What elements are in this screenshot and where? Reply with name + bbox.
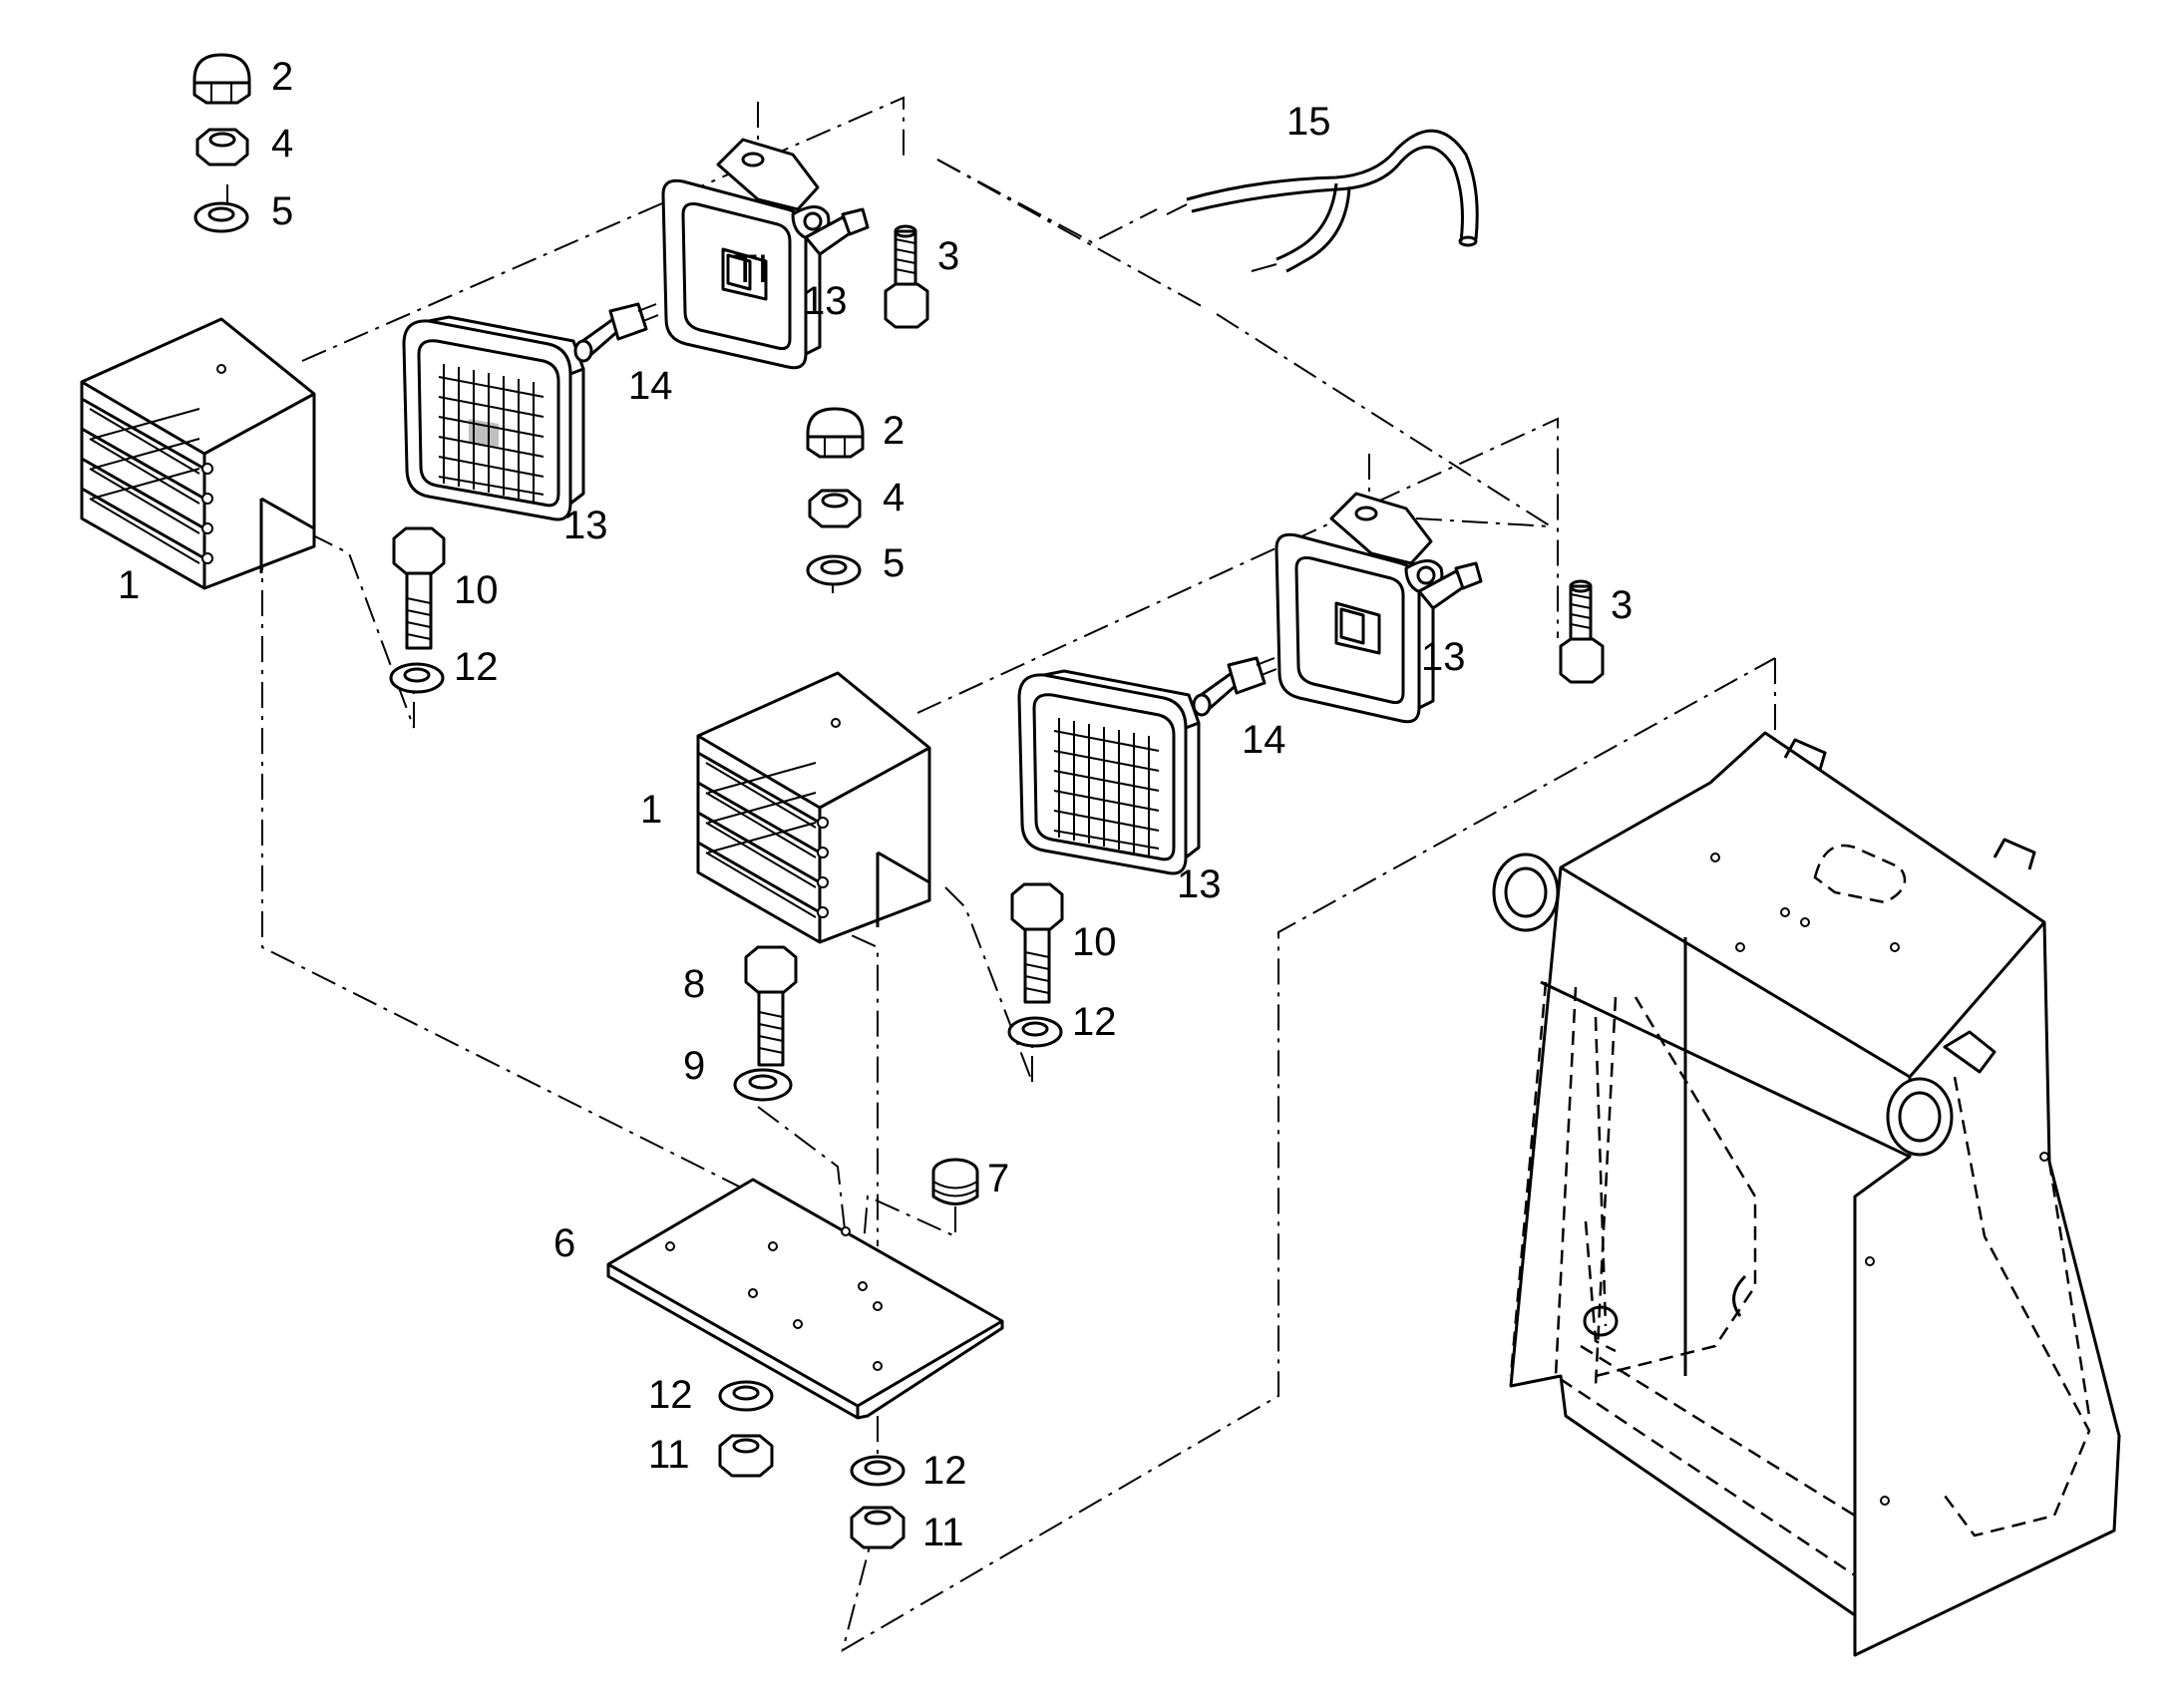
callout-13-upper-rear: 13 <box>803 279 848 323</box>
callout-12-lower: 12 <box>1072 1000 1117 1044</box>
callout-5-upper: 5 <box>271 189 293 233</box>
mounting-plate-6 <box>606 1178 1004 1420</box>
callout-labels: 1 2 4 5 13 14 13 3 15 10 12 2 4 5 1 13 1… <box>118 55 1633 1554</box>
grommet-7 <box>931 1158 979 1205</box>
bolt-3-upper <box>884 224 929 329</box>
bolt-10-upper <box>392 526 446 650</box>
callout-12-upper: 12 <box>454 645 499 689</box>
callout-4-upper: 4 <box>271 122 293 166</box>
washer-9 <box>733 1068 793 1102</box>
callout-3-upper: 3 <box>937 234 959 278</box>
callout-11-plate-right: 11 <box>922 1511 964 1554</box>
lamp-housing-box-lower <box>696 671 931 944</box>
work-lamp-front-lower <box>1017 669 1201 875</box>
leader-lines <box>220 96 1776 1653</box>
callout-13-lower-rear: 13 <box>1421 635 1466 679</box>
callout-3-lower: 3 <box>1611 583 1633 627</box>
bolt-3-lower <box>1559 579 1605 684</box>
callout-12-plate-left: 12 <box>648 1373 693 1417</box>
nut-11-below-plate-left <box>718 1434 774 1478</box>
bolt-8 <box>744 945 798 1067</box>
washer-12-upper <box>389 662 445 694</box>
washer-12-below-plate-right <box>850 1455 906 1487</box>
bulb-lower <box>1192 656 1277 717</box>
callout-15: 15 <box>1286 100 1331 144</box>
cap-nut-upper <box>192 53 251 105</box>
callout-6: 6 <box>553 1221 575 1265</box>
machine-frame <box>1492 731 2121 1657</box>
callout-4-lower: 4 <box>883 476 905 519</box>
bulb-upper <box>573 302 659 363</box>
washer-upper <box>193 201 249 233</box>
hex-nut-upper <box>195 128 249 167</box>
washer-12-lower-right <box>1007 1016 1063 1048</box>
callout-11-plate-left: 11 <box>648 1433 690 1477</box>
callout-1-lower: 1 <box>640 788 662 832</box>
callout-2-lower: 2 <box>883 409 905 453</box>
callout-9: 9 <box>683 1044 705 1088</box>
callout-14-upper: 14 <box>628 364 673 408</box>
cable-harness <box>1166 129 1479 273</box>
callout-5-lower: 5 <box>883 541 905 585</box>
work-lamp-rear-upper: TI <box>661 138 870 370</box>
callout-13-upper-front: 13 <box>563 504 608 547</box>
callout-1-upper: 1 <box>118 563 140 607</box>
callout-2-upper: 2 <box>271 55 293 99</box>
callout-13-lower-front: 13 <box>1177 862 1222 906</box>
lamp-housing-box-upper <box>80 317 316 590</box>
callout-14-lower: 14 <box>1242 718 1286 762</box>
cap-nut-lower <box>806 407 865 459</box>
callout-10-upper: 10 <box>454 568 499 612</box>
callout-8: 8 <box>683 962 705 1006</box>
lamp-switch-label: TI <box>733 247 769 291</box>
washer-12-below-plate-left <box>718 1380 774 1412</box>
hex-nut-lower <box>808 489 862 528</box>
callout-12-plate-right: 12 <box>922 1449 967 1493</box>
bolt-10-lower <box>1010 882 1064 1004</box>
work-lamp-front-upper <box>402 315 585 521</box>
work-lamp-rear-lower <box>1274 492 1483 724</box>
callout-10-lower: 10 <box>1072 920 1117 964</box>
nut-11-below-plate-right <box>850 1506 906 1549</box>
callout-7: 7 <box>987 1157 1009 1200</box>
washer-lower <box>806 554 862 586</box>
